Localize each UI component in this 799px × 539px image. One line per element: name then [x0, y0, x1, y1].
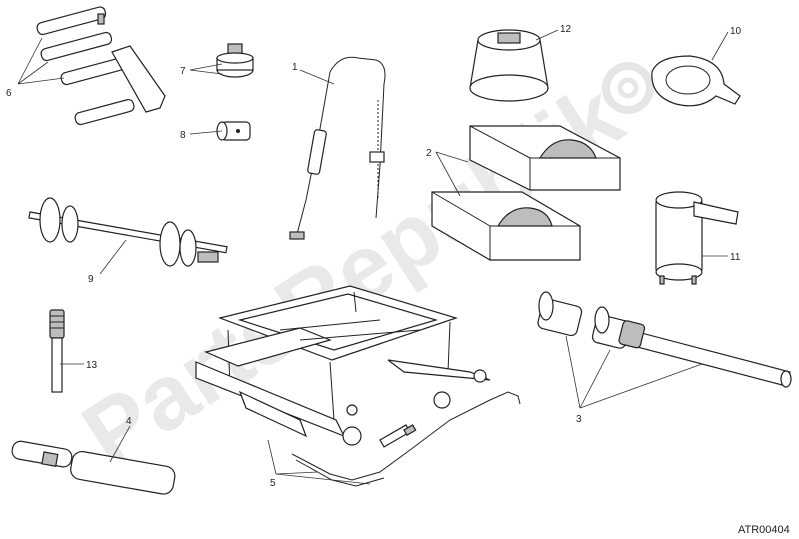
callout-12: 12: [560, 24, 572, 35]
part-1-gauge-tool: [289, 56, 386, 240]
callout-8: 8: [180, 130, 186, 141]
part-central-lift-stand: [195, 285, 491, 446]
part-9-puller-rod: [28, 197, 228, 267]
callout-4: 4: [126, 416, 132, 427]
callout-3: 3: [576, 414, 582, 425]
part-3-long-bar: [537, 291, 792, 388]
part-11-sleeve-tool: [655, 191, 739, 285]
part-13-threaded-pin: [49, 309, 65, 393]
callout-7: 7: [180, 66, 186, 77]
part-5-rod-tool: [291, 391, 521, 487]
callout-5: 5: [270, 478, 276, 489]
part-2-split-blocks: [431, 125, 621, 261]
callout-9: 9: [88, 274, 94, 285]
drawing-code: ATR00404: [738, 524, 790, 536]
callout-6: 6: [6, 88, 12, 99]
part-12-bell-socket: [469, 29, 549, 102]
watermark-gear-icon: [602, 62, 654, 114]
callout-10: 10: [730, 26, 742, 37]
part-6-extractor-bars: [36, 6, 166, 126]
callout-1: 1: [292, 62, 298, 73]
callout-11: 11: [730, 252, 741, 263]
callout-2: 2: [426, 148, 432, 159]
part-10-spanner-ring: [651, 55, 741, 107]
part-4-handle: [11, 440, 176, 495]
leader-lines: [17, 29, 729, 485]
callout-labels: 6 7 8 1 2 12 10 11 9 13 4 5 3: [6, 24, 742, 489]
callout-13: 13: [86, 360, 98, 371]
part-7-adapter: [216, 43, 254, 78]
